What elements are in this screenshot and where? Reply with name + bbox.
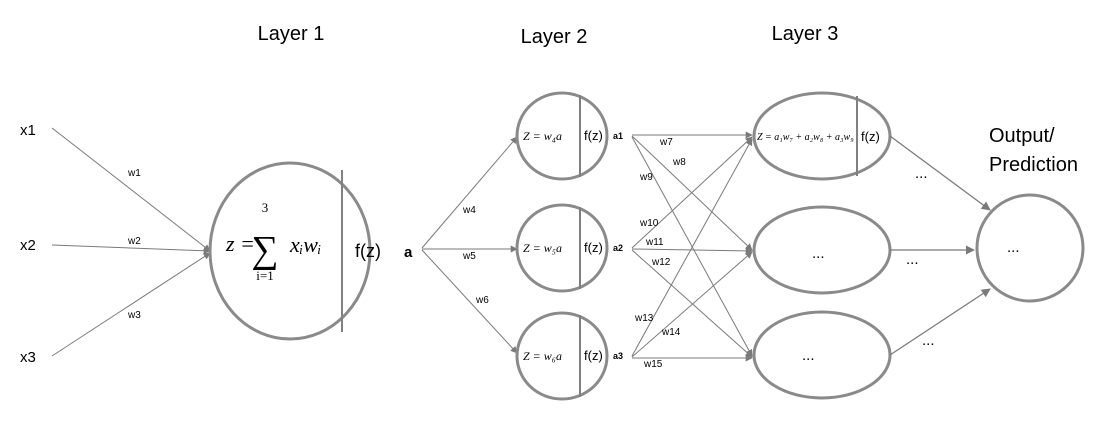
layer2-node1-formula: Z = w₄a [523, 129, 562, 143]
activation-a2: a2 [613, 243, 623, 253]
input-x2: x2 [20, 237, 36, 254]
edge-x3-layer1 [51, 252, 211, 357]
layer2-node3-formula: Z = w₆a [523, 349, 562, 363]
weight-w10: w10 [639, 218, 659, 229]
edge-a3-l3n2 [631, 251, 753, 358]
activation-a3: a3 [613, 351, 623, 361]
weight-w12: w12 [651, 257, 671, 268]
layer3-node1-activation: f(z) [861, 129, 880, 144]
weight-w2: w2 [127, 236, 141, 247]
output-title-line2: Prediction [989, 154, 1078, 176]
input-x3: x3 [20, 349, 36, 366]
layer2-node-1: Z = w₄a f(z) [515, 91, 609, 181]
layer1-node: z = 3 ∑ i=1 xᵢwᵢ f(z) [208, 161, 381, 341]
edge-l3n1-output [889, 135, 991, 211]
layer3-node3-ellipsis: ... [802, 347, 815, 364]
layer1-activation: f(z) [355, 241, 381, 261]
weight-w8: w8 [672, 157, 686, 168]
edge-l3n1-ellipsis: ... [915, 165, 928, 182]
weight-w15: w15 [643, 359, 663, 370]
weight-w14: w14 [661, 327, 681, 338]
layer1-formula-lower: i=1 [256, 268, 273, 283]
weight-w11: w11 [645, 237, 664, 248]
layer2-node2-activation: f(z) [584, 240, 603, 255]
input-x1: x1 [20, 122, 36, 139]
layer2-node2-formula: Z = w₅a [523, 241, 562, 255]
weight-w5: w5 [462, 251, 476, 262]
edge-a2-l3n1 [631, 136, 753, 249]
layer3-node2-ellipsis: ... [812, 245, 825, 262]
layer1-formula-term: xᵢwᵢ [289, 232, 321, 257]
weight-w13: w13 [634, 313, 654, 324]
edge-a-l2n3 [421, 249, 518, 354]
weight-w9: w9 [639, 172, 653, 183]
layer3-title: Layer 3 [772, 23, 839, 45]
weight-w1: w1 [127, 168, 141, 179]
layer2-title: Layer 2 [521, 26, 588, 48]
edge-l3n3-output [889, 288, 991, 356]
layer1-formula-upper: 3 [262, 200, 269, 215]
layer1-title: Layer 1 [258, 23, 325, 45]
edge-a-l2n1 [421, 136, 518, 249]
edge-l3n3-ellipsis: ... [922, 332, 935, 349]
weight-w3: w3 [127, 310, 141, 321]
layer3-node-1: Z = a₁w₇ + a₂w₈ + a₃w₉ f(z) [752, 91, 892, 181]
layer2-node-3: Z = w₆a f(z) [515, 311, 609, 401]
layer3-node-2: ... [752, 205, 892, 295]
output-node-ellipsis: ... [1007, 239, 1020, 256]
activation-a: a [404, 244, 413, 261]
weight-w6: w6 [475, 295, 489, 306]
layer2-node-2: Z = w₅a f(z) [515, 203, 609, 293]
edge-l3n2-ellipsis: ... [906, 251, 919, 268]
output-title-line1: Output/ [989, 125, 1055, 147]
edge-a2-l3n2 [631, 247, 753, 255]
layer3-node1-formula: Z = a₁w₇ + a₂w₈ + a₃w₉ [757, 132, 854, 143]
edge-a2-l3n3 [631, 249, 753, 358]
edge-a3-l3n1 [631, 138, 753, 357]
output-node: ... [975, 193, 1085, 303]
layer2-node1-activation: f(z) [584, 128, 603, 143]
layer2-node3-activation: f(z) [584, 348, 603, 363]
weight-w7: w7 [659, 137, 673, 148]
layer1-formula-sum: ∑ [251, 229, 278, 271]
edge-x1-layer1 [51, 127, 211, 252]
weight-w4: w4 [462, 205, 476, 216]
edge-x2-layer1 [51, 244, 211, 255]
activation-a1: a1 [613, 131, 623, 141]
layer1-formula-lhs: z = [225, 231, 255, 256]
layer3-node-3: ... [752, 310, 892, 400]
